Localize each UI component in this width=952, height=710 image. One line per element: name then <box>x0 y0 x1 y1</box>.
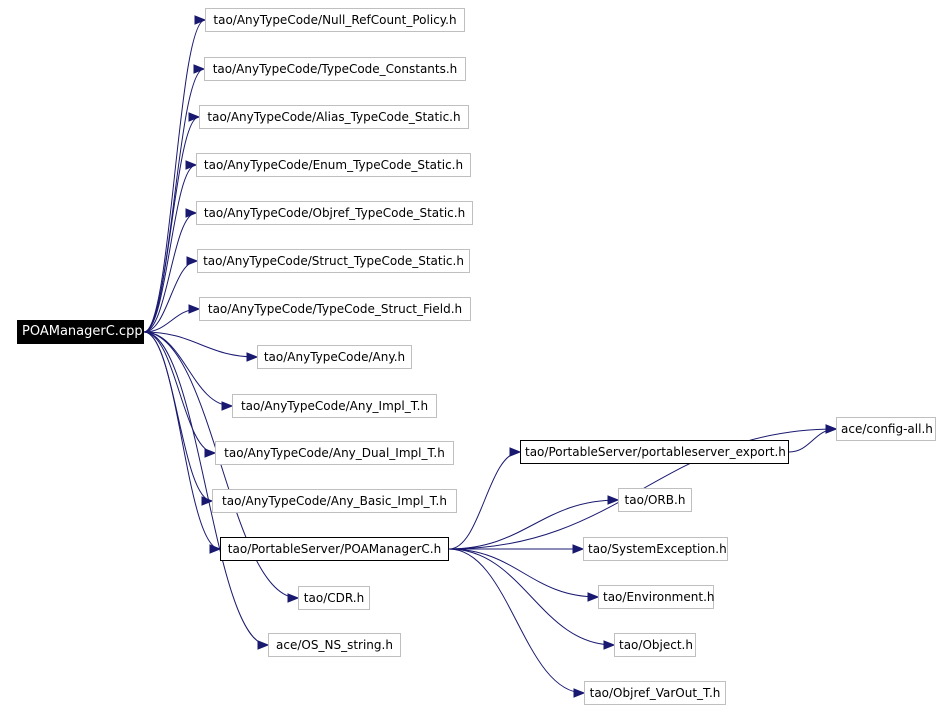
edge-poamanagerc_h-to-environment <box>448 548 599 598</box>
node-system-exception[interactable]: tao/SystemException.h <box>583 537 728 561</box>
edge-root-to-alias_typecode_static <box>143 116 200 333</box>
edge-root-to-null_refcount <box>143 19 206 333</box>
node-struct-typecode-static[interactable]: tao/AnyTypeCode/Struct_TypeCode_Static.h <box>197 249 470 273</box>
edge-poamanagerc_h-to-portableserver_export <box>448 451 521 550</box>
edge-poamanagerc_h-to-objref_varout_t <box>448 548 585 694</box>
node-enum-typecode-static[interactable]: tao/AnyTypeCode/Enum_TypeCode_Static.h <box>196 153 471 177</box>
node-portableserver-export[interactable]: tao/PortableServer/portableserver_export… <box>520 440 789 464</box>
node-root[interactable]: POAManagerC.cpp <box>17 320 144 344</box>
edge-poamanagerc_h-to-object <box>448 548 615 646</box>
arrowhead-poamanagerc_h <box>209 544 222 554</box>
arrowhead-any_basic_impl_t <box>201 496 214 506</box>
edge-portableserver_export-to-config_all <box>788 428 837 453</box>
node-object[interactable]: tao/Object.h <box>614 633 696 657</box>
arrowhead-object <box>603 640 616 650</box>
node-cdr[interactable]: tao/CDR.h <box>298 586 370 610</box>
arrowhead-typecode_struct_field <box>188 304 201 314</box>
edge-root-to-os_ns_string <box>143 331 269 646</box>
node-os-ns-string[interactable]: ace/OS_NS_string.h <box>268 633 401 657</box>
arrowhead-null_refcount <box>194 15 207 25</box>
arrowhead-environment <box>587 592 600 602</box>
arrowhead-any_dual_impl_t <box>204 448 217 458</box>
arrowhead-objref_typecode_static <box>185 208 198 218</box>
arrowhead-system_exception <box>572 544 585 554</box>
edge-root-to-enum_typecode_static <box>143 164 197 333</box>
node-any-dual-impl-t[interactable]: tao/AnyTypeCode/Any_Dual_Impl_T.h <box>215 441 454 465</box>
arrowhead-cdr <box>287 593 300 603</box>
edge-root-to-any_dual_impl_t <box>143 331 216 454</box>
node-orb[interactable]: tao/ORB.h <box>618 488 692 512</box>
arrowhead-enum_typecode_static <box>185 160 198 170</box>
arrowhead-alias_typecode_static <box>188 112 201 122</box>
arrowhead-portableserver_export <box>509 447 522 457</box>
node-config-all[interactable]: ace/config-all.h <box>836 417 936 441</box>
edge-poamanagerc_h-to-orb <box>448 499 619 550</box>
node-any-impl-t[interactable]: tao/AnyTypeCode/Any_Impl_T.h <box>232 394 437 418</box>
node-poamanagerc-h[interactable]: tao/PortableServer/POAManagerC.h <box>220 537 449 561</box>
node-objref-varout-t[interactable]: tao/Objref_VarOut_T.h <box>584 681 726 705</box>
edge-root-to-objref_typecode_static <box>143 212 197 333</box>
arrowhead-objref_varout_t <box>573 688 586 698</box>
arrowhead-struct_typecode_static <box>186 256 199 266</box>
arrowhead-config_all <box>825 424 838 434</box>
edge-root-to-typecode_constants <box>143 68 205 333</box>
node-environment[interactable]: tao/Environment.h <box>598 585 715 609</box>
node-any[interactable]: tao/AnyTypeCode/Any.h <box>257 345 412 369</box>
node-null-refcount[interactable]: tao/AnyTypeCode/Null_RefCount_Policy.h <box>205 8 465 32</box>
arrowhead-os_ns_string <box>257 640 270 650</box>
arrowhead-any <box>246 352 259 362</box>
arrowhead-orb <box>607 495 620 505</box>
node-any-basic-impl-t[interactable]: tao/AnyTypeCode/Any_Basic_Impl_T.h <box>212 489 457 513</box>
node-alias-typecode-static[interactable]: tao/AnyTypeCode/Alias_TypeCode_Static.h <box>199 105 469 129</box>
node-typecode-struct-field[interactable]: tao/AnyTypeCode/TypeCode_Struct_Field.h <box>199 297 471 321</box>
edge-root-to-poamanagerc_h <box>143 331 221 550</box>
node-objref-typecode-static[interactable]: tao/AnyTypeCode/Objref_TypeCode_Static.h <box>196 201 473 225</box>
node-typecode-constants[interactable]: tao/AnyTypeCode/TypeCode_Constants.h <box>204 57 466 81</box>
edge-root-to-cdr <box>143 331 299 599</box>
arrowhead-any_impl_t <box>221 401 234 411</box>
edge-root-to-any <box>143 331 258 358</box>
arrowhead-typecode_constants <box>193 64 206 74</box>
